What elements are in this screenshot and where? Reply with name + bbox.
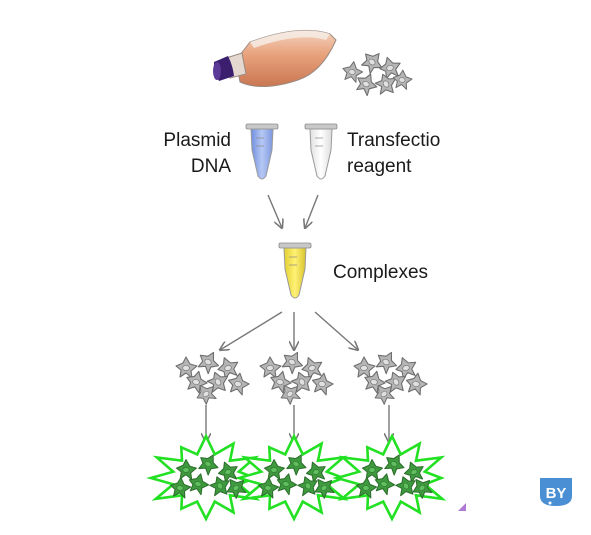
cell-icon (175, 459, 197, 481)
transfected-star-icon (332, 433, 447, 522)
cell-icon (198, 454, 219, 476)
transfection-label-line2: reagent (347, 156, 412, 177)
logo-text: BY (546, 485, 567, 502)
cell-cluster-icon (175, 351, 250, 405)
cell-cluster-icon (342, 53, 413, 97)
transfected-star-icon (234, 433, 349, 522)
corner-mark (458, 503, 466, 511)
cell-icon (227, 372, 250, 396)
plasmid-label-line1: Plasmid (163, 130, 231, 151)
cell-icon (186, 370, 208, 394)
cell-icon (374, 73, 397, 95)
microtube-icon (278, 242, 312, 299)
cell-icon (209, 476, 230, 497)
cell-icon (305, 461, 326, 483)
cell-icon (375, 351, 398, 375)
cell-icon (281, 351, 304, 375)
arrow (305, 194, 319, 228)
plasmid-label-line2: DNA (191, 156, 231, 177)
cell-icon (314, 478, 335, 499)
cell-icon (263, 459, 285, 481)
cell-icon (286, 454, 307, 476)
cell-icon (188, 473, 210, 496)
cell-icon (392, 69, 413, 90)
cell-icon (311, 372, 334, 396)
complexes-label: Complexes (333, 262, 428, 283)
cell-icon (342, 61, 364, 83)
cell-icon (353, 356, 376, 379)
cell-icon (405, 372, 428, 396)
flask-icon (213, 29, 337, 87)
cell-icon (356, 477, 378, 499)
cell-icon (395, 476, 416, 497)
cell-icon (258, 477, 280, 499)
microtube-icon (245, 123, 279, 180)
cell-icon (206, 371, 229, 393)
cell-icon (361, 459, 383, 481)
cell-icon (217, 461, 238, 483)
cell-icon (379, 56, 401, 79)
cell-icon (374, 473, 396, 496)
cell-icon (384, 371, 407, 393)
cell-icon (196, 384, 217, 405)
transfection-label-line1: Transfectio (347, 130, 440, 151)
cell-icon (374, 384, 395, 405)
logo-icon: BY (540, 478, 572, 506)
cell-icon (290, 371, 313, 393)
transfected-star-icon (146, 433, 261, 522)
cell-icon (403, 461, 424, 483)
cell-icon (384, 454, 405, 476)
microtube-icon (304, 123, 338, 180)
arrow (220, 311, 283, 350)
cell-cluster-icon (259, 351, 334, 405)
cell-icon (297, 476, 318, 497)
cell-cluster-icon (353, 351, 428, 405)
arrow (314, 311, 358, 350)
cell-icon (259, 356, 282, 379)
cell-icon (361, 53, 383, 75)
arrows (206, 194, 389, 442)
cell-icon (226, 478, 247, 499)
cell-icon (175, 356, 198, 379)
cell-icon (356, 73, 378, 97)
cell-icon (412, 478, 433, 499)
arrow (267, 194, 282, 228)
cell-icon (170, 477, 192, 499)
cell-icon (280, 384, 301, 405)
cell-icon (197, 351, 220, 375)
transfected-cells (146, 433, 447, 522)
cell-icon (276, 473, 298, 496)
